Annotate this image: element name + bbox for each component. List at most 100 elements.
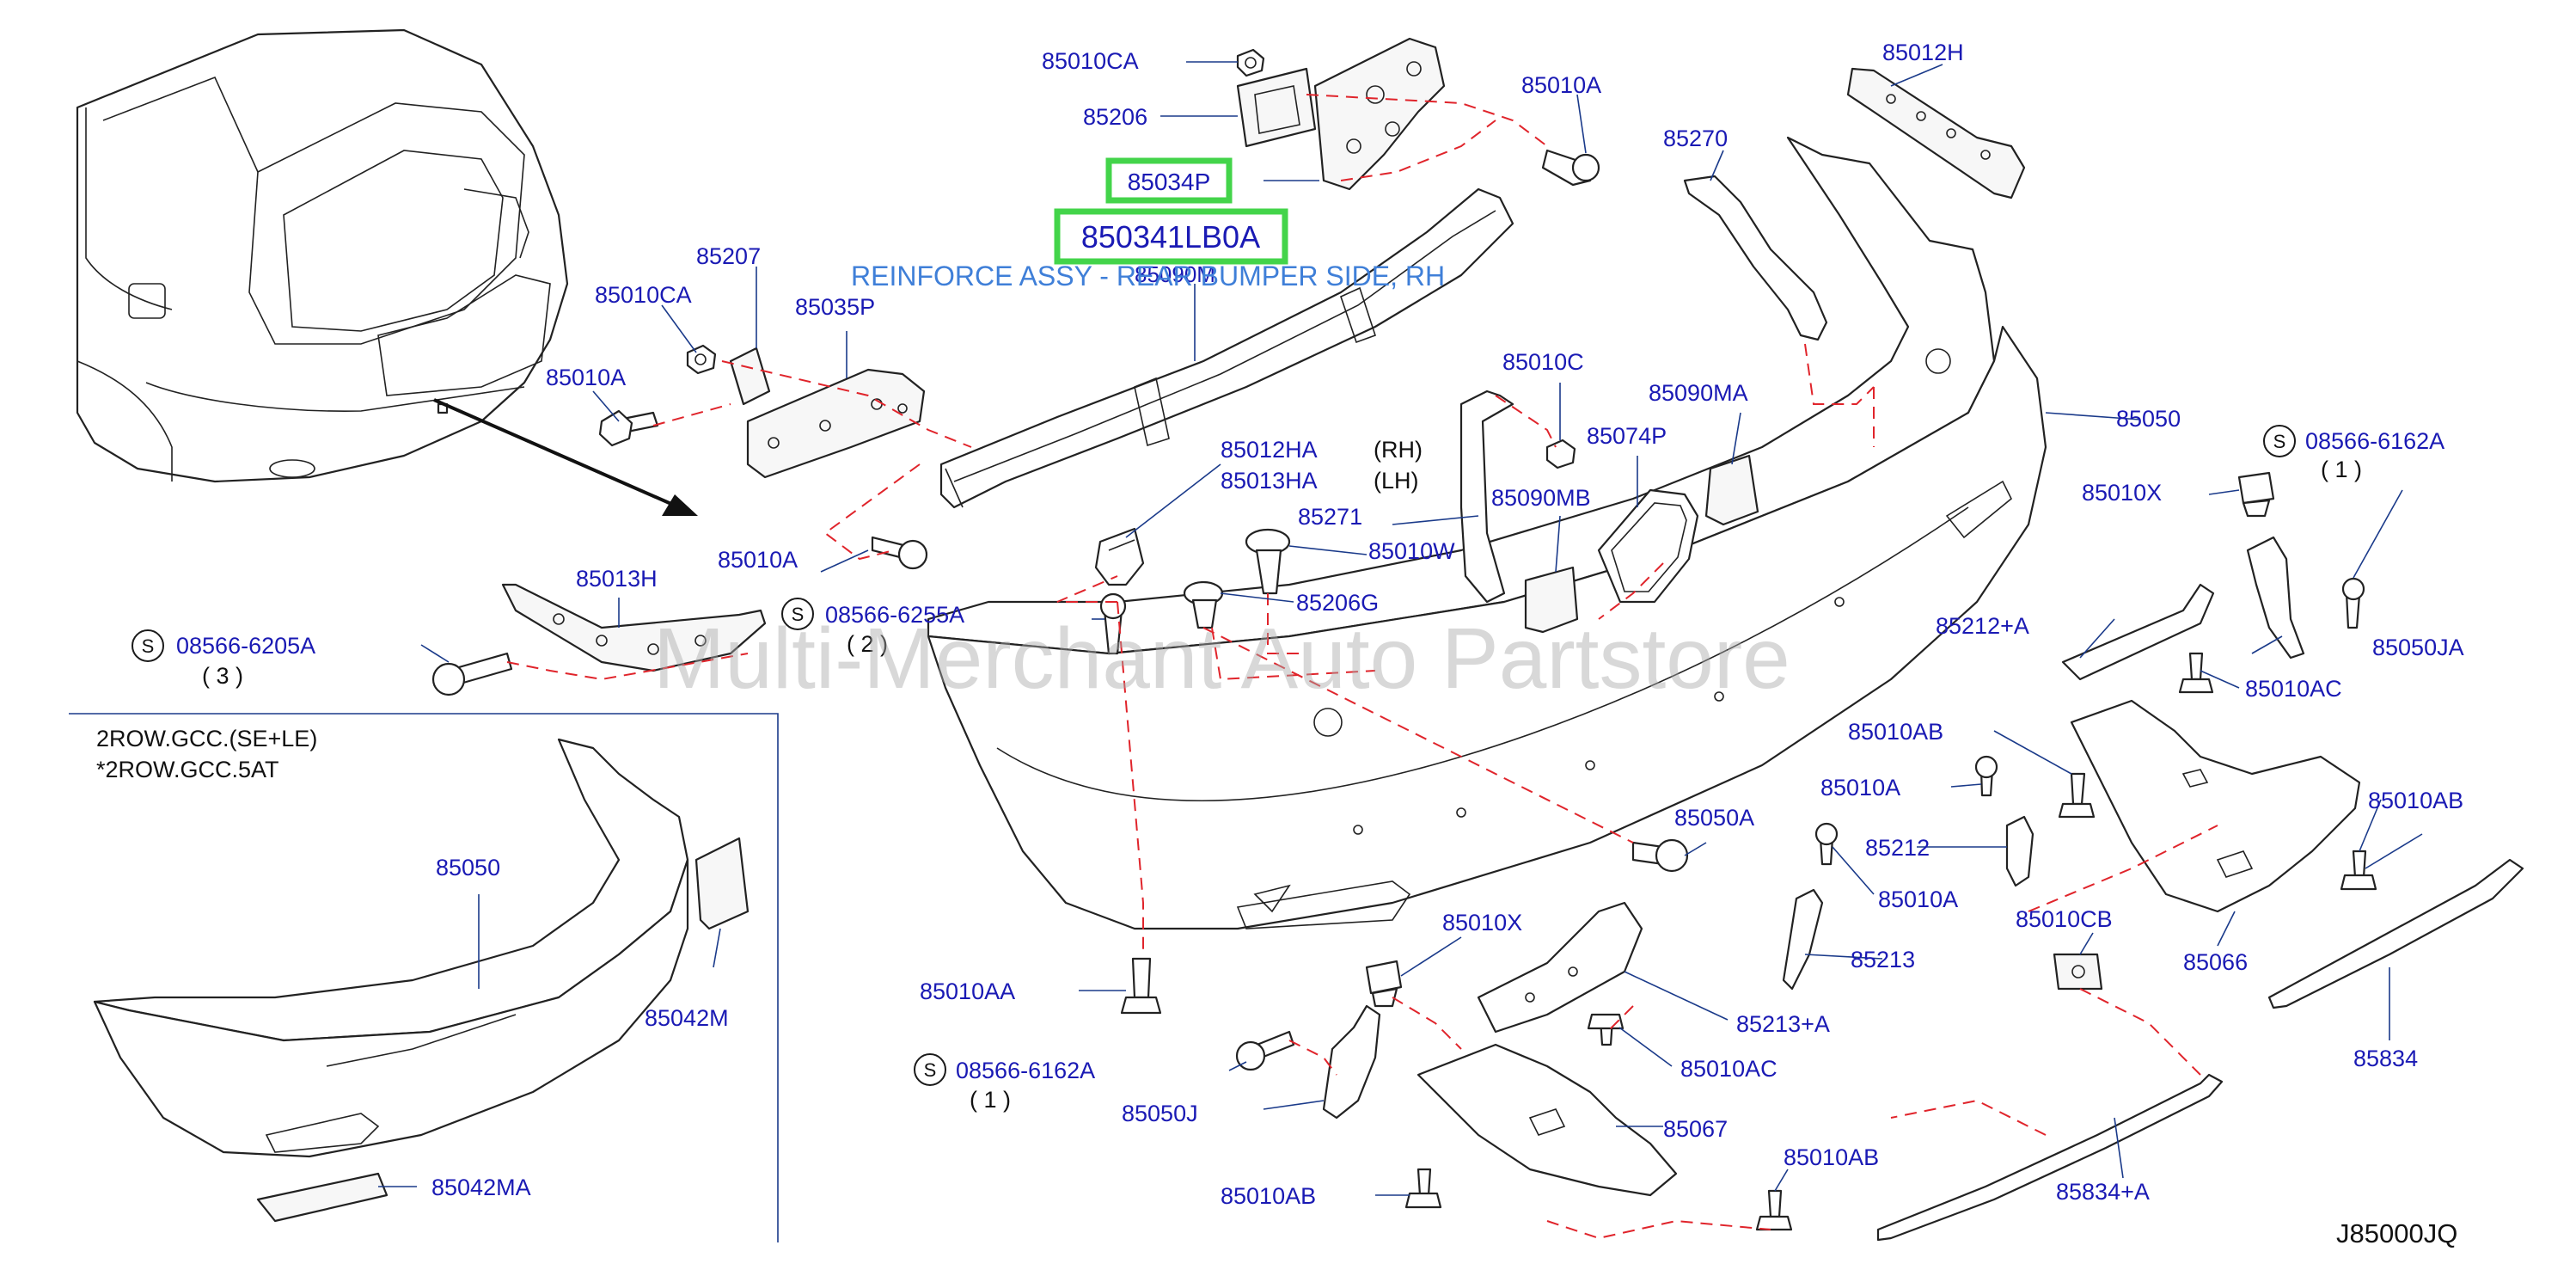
label-85206G[interactable]: 85206G [1296, 590, 1379, 616]
label-85010A-right[interactable]: 85010A [1820, 775, 1900, 801]
label-85010A-left[interactable]: 85010A [546, 365, 626, 390]
label-85010AC-right[interactable]: 85010AC [2245, 676, 2342, 702]
label-85834A[interactable]: 85834+A [2056, 1179, 2150, 1205]
moulding-85834 [2267, 858, 2524, 1009]
label-85067[interactable]: 85067 [1663, 1116, 1728, 1142]
label-85042M[interactable]: 85042M [645, 1005, 729, 1031]
clip-85010CA-left [686, 344, 717, 375]
bracket-85010CB [2053, 953, 2103, 991]
label-85010W[interactable]: 85010W [1368, 538, 1455, 564]
label-85010X-right[interactable]: 85010X [2082, 480, 2162, 506]
s-symbol-6205A: S [142, 635, 155, 657]
bolt-85010AC-right [2178, 652, 2214, 694]
label-08566-6162A-right[interactable]: 08566-6162A [2305, 428, 2444, 454]
bolt-85010A-mid [871, 536, 928, 570]
label-08566-6255A[interactable]: 08566-6255A [825, 602, 964, 628]
highlight-85034P[interactable]: 85034P [1105, 157, 1233, 204]
inset-variant-line-2: *2ROW.GCC.5AT [96, 757, 279, 782]
label-85010AB-right1[interactable]: 85010AB [1848, 719, 1943, 745]
description-text: REINFORCE ASSY - REAR BUMPER SIDE, RH [851, 261, 1445, 291]
clip-85010X-mid [1365, 960, 1403, 1008]
label-85212[interactable]: 85212 [1865, 835, 1930, 861]
rear-bumper-reinforcement [939, 187, 1514, 509]
qty-6162A-right: ( 1 ) [2321, 457, 2362, 482]
bolt-85050A [1631, 838, 1689, 873]
bolt-85010A-r2 [1814, 822, 1839, 866]
screw-08566-6162A-mid [1235, 1030, 1295, 1071]
label-85010A-mid[interactable]: 85010A [718, 547, 798, 573]
bolt-85010A-right [1974, 755, 1998, 797]
label-85010AB-right2[interactable]: 85010AB [2368, 788, 2463, 813]
label-85010AB-bottom[interactable]: 85010AB [1221, 1183, 1316, 1209]
bracket-85213 [1782, 888, 1824, 991]
label-85271[interactable]: 85271 [1298, 504, 1362, 530]
label-85010AC-mid[interactable]: 85010AC [1680, 1056, 1778, 1082]
label-85042MA[interactable]: 85042MA [431, 1175, 531, 1200]
bolt-85010A-top [1541, 149, 1600, 187]
label-85834[interactable]: 85834 [2353, 1046, 2418, 1071]
undercover-85067 [1416, 1043, 1678, 1197]
label-85013H[interactable]: 85013H [576, 566, 658, 592]
label-85213[interactable]: 85213 [1851, 947, 1915, 972]
seal-85090MB [1524, 566, 1579, 634]
s-circle-6162A-right [2263, 425, 2296, 457]
label-85010CA-left[interactable]: 85010CA [595, 282, 692, 308]
label-85074P[interactable]: 85074P [1587, 423, 1667, 449]
label-85207[interactable]: 85207 [696, 243, 761, 269]
label-85213A[interactable]: 85213+A [1736, 1011, 1830, 1037]
label-85050-inset[interactable]: 85050 [436, 855, 500, 880]
diagram-code: J85000JQ [2336, 1218, 2457, 1248]
label-85050JA[interactable]: 85050JA [2372, 635, 2464, 660]
label-85012H[interactable]: 85012H [1882, 40, 1964, 65]
label-85066[interactable]: 85066 [2183, 949, 2248, 975]
label-85035P[interactable]: 85035P [795, 294, 875, 320]
label-85010A-top[interactable]: 85010A [1521, 72, 1601, 98]
bolt-85010A-left [598, 409, 659, 447]
leader-lines [378, 61, 2423, 1196]
bracket-85206 [1236, 67, 1317, 148]
label-85013HA[interactable]: 85013HA [1221, 468, 1318, 494]
label-85010AA[interactable]: 85010AA [920, 978, 1015, 1004]
label-85012HA[interactable]: 85012HA [1221, 437, 1318, 463]
bracket-85012H [1846, 67, 2026, 199]
label-85010AB-bottom2[interactable]: 85010AB [1784, 1144, 1879, 1170]
bracket-85050JA [2246, 536, 2305, 659]
bracket-85035P [729, 347, 926, 479]
bracket-85212 [2005, 815, 2034, 887]
label-85090MA[interactable]: 85090MA [1649, 380, 1748, 406]
stay-85271 [1459, 390, 1514, 604]
label-85010X-mid[interactable]: 85010X [1442, 910, 1522, 936]
highlight-large-label: 850341LB0A [1081, 219, 1260, 255]
label-85206[interactable]: 85206 [1083, 104, 1147, 130]
arrow-to-detail [433, 398, 698, 516]
inset-variant-box [69, 713, 779, 1242]
label-85270[interactable]: 85270 [1663, 126, 1728, 151]
label-85212A[interactable]: 85212+A [1936, 613, 2029, 639]
highlight-850341LB0A[interactable]: 850341LB0A [1054, 208, 1288, 265]
label-08566-6162A-mid[interactable]: 08566-6162A [956, 1058, 1095, 1083]
label-85010A-r2[interactable]: 85010A [1878, 886, 1958, 912]
side-rh: (RH) [1374, 437, 1423, 463]
label-85050J[interactable]: 85050J [1122, 1101, 1198, 1126]
label-85050A[interactable]: 85050A [1674, 805, 1754, 831]
label-08566-6205A[interactable]: 08566-6205A [176, 633, 315, 659]
bolt-85010AB-right2 [2340, 850, 2377, 891]
s-circle-6255A [781, 598, 814, 630]
undercover-85213A [1477, 901, 1643, 1034]
bracket-85212A [2061, 583, 2215, 681]
undercover-85066 [2070, 699, 2361, 913]
bracket-85050J [1322, 1004, 1381, 1120]
moulding-85834A [1876, 1073, 2224, 1242]
label-85010C[interactable]: 85010C [1502, 349, 1584, 375]
label-85090M[interactable]: 85090M [1135, 261, 1215, 287]
clip-85012HA [1094, 527, 1145, 586]
inset-variant-line-1: 2ROW.GCC.(SE+LE) [96, 726, 317, 751]
highlight-small-label: 85034P [1128, 169, 1211, 195]
s-symbol-6255A: S [792, 604, 805, 625]
bracket-85013H [501, 583, 767, 672]
label-85010CA-top[interactable]: 85010CA [1042, 48, 1139, 74]
label-85090MB[interactable]: 85090MB [1491, 485, 1591, 511]
label-85050[interactable]: 85050 [2116, 406, 2181, 432]
label-85010CB[interactable]: 85010CB [2016, 906, 2113, 932]
